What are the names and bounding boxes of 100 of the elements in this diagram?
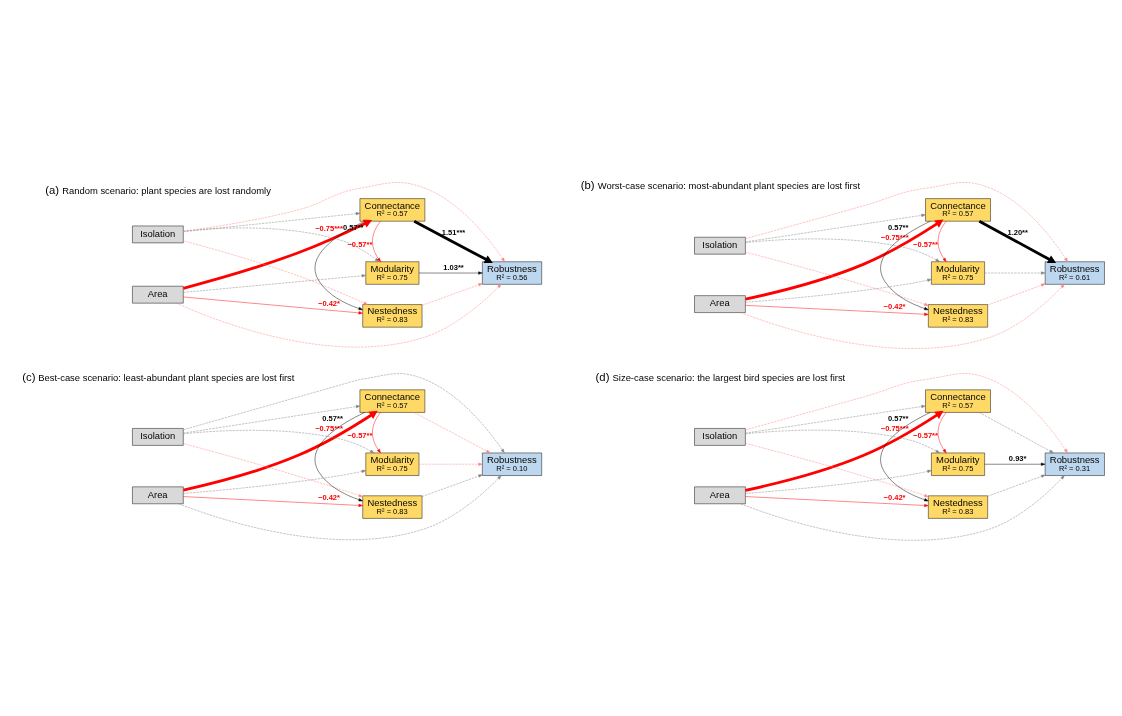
node-box: Area — [132, 285, 184, 303]
arrow — [984, 270, 1046, 275]
arrow — [183, 240, 368, 305]
node-box: Isolation — [132, 225, 184, 243]
node-box: Area — [132, 486, 184, 504]
node-box: Robustness R² = 0.56 — [482, 261, 542, 285]
edge-label: 1.03** — [443, 262, 464, 272]
node-box: Area — [694, 486, 746, 504]
arrow — [178, 474, 502, 540]
node-box: Nestedness R² = 0.83 — [362, 495, 423, 519]
node-box: Robustness R² = 0.31 — [1044, 452, 1105, 476]
arrow — [372, 220, 381, 262]
edge-label: 1.51*** — [441, 227, 466, 237]
arrow — [745, 181, 1068, 262]
arrow — [984, 462, 1046, 466]
arrow — [314, 220, 365, 310]
arrow — [745, 469, 932, 494]
arrow — [745, 304, 929, 316]
arrow — [176, 283, 502, 347]
node-box: Robustness R² = 0.61 — [1044, 261, 1105, 285]
arrow — [183, 181, 505, 262]
arrow — [745, 429, 940, 453]
node-box: Isolation — [694, 236, 746, 254]
node-box: Connectance R² = 0.57 — [359, 197, 426, 221]
node-box: Modularity R² = 0.75 — [365, 261, 420, 285]
arrow — [183, 495, 363, 507]
edge-label: 0.93* — [1008, 453, 1027, 463]
arrow — [745, 495, 929, 507]
arrow — [183, 227, 380, 262]
arrow — [183, 410, 378, 491]
node-box: Modularity R² = 0.75 — [931, 452, 985, 476]
label: (d) — [595, 369, 610, 382]
arrow — [978, 219, 1057, 263]
node-box: Modularity R² = 0.75 — [931, 261, 985, 285]
arrow — [745, 372, 1068, 453]
node-box: Connectance R² = 0.57 — [925, 389, 991, 413]
node-box: Nestedness R² = 0.83 — [928, 303, 988, 327]
edge-label: 0.57** — [887, 222, 909, 232]
arrow — [745, 238, 940, 262]
edge-label: −0.42* — [317, 298, 340, 308]
label: (c) — [22, 369, 36, 382]
edge-label: −0.42* — [883, 492, 906, 502]
node-box: Area — [694, 294, 746, 313]
label: Size-case scenario: the largest bird species are lost first — [612, 370, 846, 382]
edge-label: −0.75*** — [315, 223, 343, 233]
node-box: Connectance R² = 0.57 — [925, 197, 991, 221]
arrow — [937, 411, 947, 453]
node-box: Nestedness R² = 0.83 — [928, 495, 988, 519]
arrow — [745, 410, 944, 492]
arrow — [937, 220, 947, 262]
arrow — [183, 442, 363, 497]
arrow — [418, 462, 483, 466]
arrow — [880, 220, 931, 310]
arrow — [421, 282, 483, 306]
node-box: Modularity R² = 0.75 — [365, 452, 420, 476]
edge-label: −0.57** — [347, 239, 373, 249]
node-box: Robustness R² = 0.10 — [482, 452, 542, 476]
arrow — [183, 469, 366, 494]
arrow — [880, 411, 931, 501]
edge-label: −0.42* — [317, 492, 340, 502]
arrow — [418, 270, 483, 275]
arrow — [745, 251, 929, 306]
arrow — [745, 213, 926, 242]
edge-label: −0.75*** — [315, 423, 343, 433]
arrow — [372, 411, 381, 453]
edge-label: −0.57** — [913, 430, 938, 440]
edge-label: −0.57** — [347, 430, 373, 440]
node-box: Connectance R² = 0.57 — [359, 389, 426, 413]
node-box: Isolation — [132, 427, 184, 446]
arrow — [421, 474, 483, 497]
label: (b) — [580, 178, 595, 191]
arrow — [745, 404, 926, 433]
label: Random scenario: plant species are lost randomly — [62, 184, 271, 196]
arrow — [979, 411, 1054, 453]
arrow — [740, 474, 1065, 540]
arrow — [413, 219, 493, 263]
arrow — [987, 283, 1046, 305]
arrow — [314, 411, 365, 501]
edge-label: −0.42* — [883, 301, 906, 311]
arrow — [182, 219, 373, 290]
node-box: Isolation — [694, 427, 746, 446]
label: (a) — [45, 183, 60, 196]
arrow — [745, 442, 929, 497]
arrow — [183, 296, 363, 314]
label: Best-case scenario: least-abundant plant species are lost first — [38, 370, 295, 382]
arrow — [740, 283, 1065, 349]
arrow — [183, 273, 366, 293]
edge-label: −0.57** — [913, 239, 938, 249]
edge-label: 1.20** — [1007, 227, 1028, 237]
arrow — [745, 278, 932, 303]
arrow — [183, 372, 505, 453]
arrow — [987, 474, 1046, 496]
edge-label: −0.75*** — [880, 232, 909, 242]
arrow — [745, 219, 944, 301]
arrow — [414, 411, 491, 453]
edge-label: 0.57** — [322, 413, 343, 423]
edge-label: −0.75*** — [880, 423, 909, 433]
label: Worst-case scenario: most-abundant plant species are lost first — [597, 179, 861, 191]
arrow — [183, 404, 361, 433]
arrow — [183, 429, 375, 453]
